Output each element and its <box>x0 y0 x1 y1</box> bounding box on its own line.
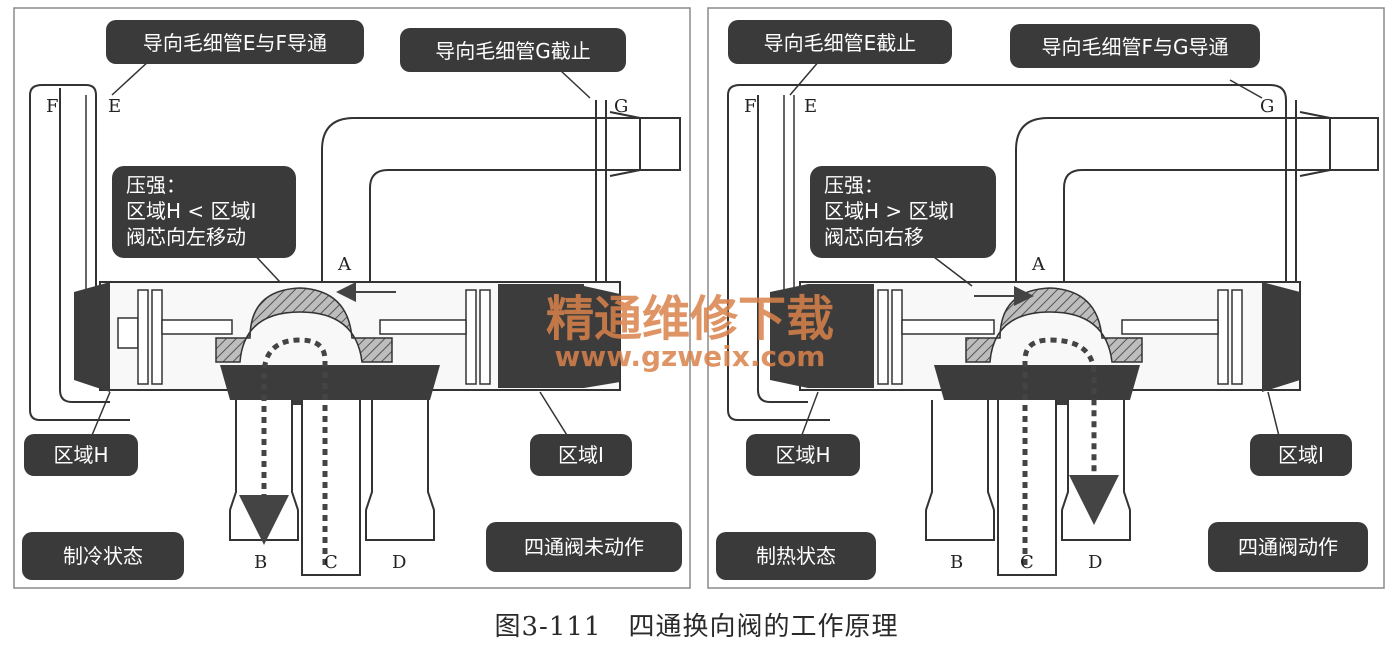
capillary-f <box>59 88 110 403</box>
figure-caption: 图3-111 四通换向阀的工作原理 <box>494 612 899 642</box>
left-piston <box>137 289 233 385</box>
callout-pressure <box>810 166 996 258</box>
action-text: 四通阀未动作 <box>524 535 644 559</box>
capillary-e <box>85 95 97 320</box>
callout-top-right <box>400 28 626 72</box>
left-dark-region <box>808 284 874 388</box>
port-c: C <box>1020 552 1034 573</box>
port-a: A <box>1031 254 1046 275</box>
callout-top-left <box>106 20 364 64</box>
zone-i-text: 区域I <box>558 443 604 467</box>
valve-seat <box>220 365 440 400</box>
right-piston <box>1121 289 1243 385</box>
callout-zone-h <box>24 434 138 476</box>
pressure-line-1: 压强： <box>824 173 884 197</box>
callout-zone-i <box>530 434 632 476</box>
callout-state <box>716 532 876 580</box>
valve-seat <box>934 365 1140 400</box>
port-b: B <box>950 552 963 573</box>
right-dark-region <box>498 284 584 388</box>
watermark-line-1: 精通维修下载 <box>546 291 834 347</box>
four-way-valve-diagram: 导向毛细管E与F导通 导向毛细管G截止 压强： 区域H < 区域I 阀芯向左移动… <box>13 7 1385 589</box>
callout-top-left <box>728 20 952 64</box>
pipe-g-nozzle <box>609 111 641 177</box>
callout-top-right-text: 导向毛细管F与G导通 <box>1041 35 1228 59</box>
zone-h-text: 区域H <box>53 443 108 467</box>
capillary-g <box>595 100 607 300</box>
zone-h-text: 区域H <box>775 443 830 467</box>
port-f: F <box>744 96 757 117</box>
right-piston <box>379 289 491 385</box>
callout-zone-h <box>746 434 860 476</box>
callout-top-right-text: 导向毛细管G截止 <box>435 39 591 63</box>
port-d: D <box>1088 552 1102 573</box>
panel-cooling: 导向毛细管E与F导通 导向毛细管G截止 压强： 区域H < 区域I 阀芯向左移动… <box>13 7 691 589</box>
pressure-line-2: 区域H > 区域I <box>824 199 954 223</box>
callout-top-right <box>1010 24 1260 68</box>
capillary-e <box>783 95 795 320</box>
slide-valve-core <box>215 287 393 363</box>
watermark-line-2: www.gzweix.com <box>555 340 826 373</box>
state-text: 制热状态 <box>756 544 836 568</box>
port-e: E <box>804 96 817 117</box>
callout-state <box>22 532 184 580</box>
zone-i-text: 区域I <box>1278 443 1324 467</box>
port-b: B <box>254 552 267 573</box>
port-a: A <box>337 254 352 275</box>
pipe-d <box>365 400 435 541</box>
callout-action <box>1208 522 1368 572</box>
flow-arrow <box>239 337 328 565</box>
pressure-line-3: 阀芯向右移 <box>824 225 924 249</box>
left-piston <box>877 289 995 385</box>
capillary-f <box>757 95 808 403</box>
pipe-a <box>321 117 681 282</box>
pipe-g-nozzle <box>1299 111 1331 177</box>
capillary-f-outer <box>29 84 130 421</box>
port-e: E <box>108 96 121 117</box>
pressure-line-3: 阀芯向左移动 <box>126 225 246 249</box>
callout-action <box>486 522 682 572</box>
panel-heating: 导向毛细管E截止 导向毛细管F与G导通 压强： 区域H > 区域I 阀芯向右移 … <box>707 7 1385 589</box>
pressure-line-2: 区域H < 区域I <box>126 199 256 223</box>
port-f: F <box>46 96 59 117</box>
watermark: 精通维修下载 www.gzweix.com <box>546 291 834 373</box>
pipe-c <box>301 400 361 576</box>
port-c: C <box>324 552 338 573</box>
callout-zone-i <box>1250 434 1352 476</box>
capillary-f-outer <box>727 84 1287 421</box>
callout-top-left-text: 导向毛细管E与F导通 <box>143 31 327 55</box>
pressure-line-1: 压强： <box>126 173 186 197</box>
port-g: G <box>1260 96 1274 117</box>
state-text: 制冷状态 <box>63 544 143 568</box>
callout-pressure <box>112 166 296 258</box>
port-g: G <box>614 96 628 117</box>
callout-top-left-text: 导向毛细管E截止 <box>764 31 917 55</box>
flow-arrow <box>1022 337 1119 565</box>
action-text: 四通阀动作 <box>1238 535 1338 559</box>
pipe-a <box>1015 117 1379 282</box>
port-d: D <box>392 552 406 573</box>
right-end-cap <box>1262 282 1300 392</box>
pipe-b <box>925 400 995 541</box>
left-end-cap <box>74 282 110 392</box>
